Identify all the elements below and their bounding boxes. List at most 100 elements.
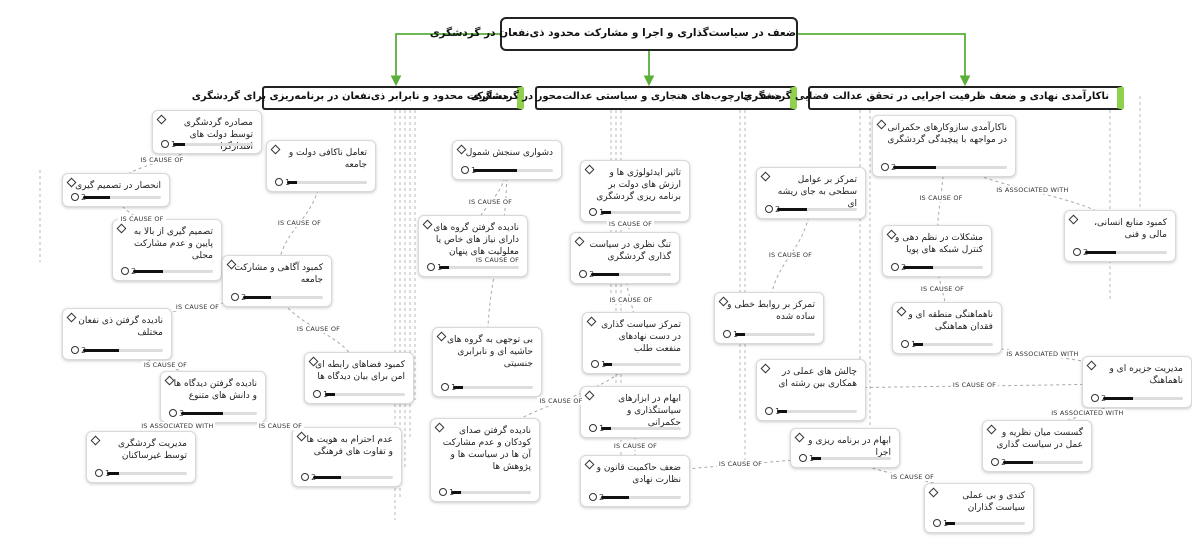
- grounding-bar: [591, 273, 671, 276]
- node-label: تصمیم گیری از بالا به پایین و عدم مشارکت…: [133, 227, 213, 261]
- code-node[interactable]: تاثیر ایدئولوژی ها و ارزش های دولت بر بر…: [580, 160, 690, 222]
- node-label: تنگ نظری در سیاست گذاری گردشگری: [589, 240, 672, 262]
- code-node[interactable]: ابهام در برنامه ریزی و اجرا1: [790, 428, 900, 468]
- code-node[interactable]: کندی و بی عملی سیاست گذاران1: [924, 483, 1034, 533]
- node-label: مشکلات در نظم دهی و کنترل شبکه های پویا: [895, 233, 983, 255]
- circle-icon: [231, 293, 239, 301]
- edge-label: IS CAUSE OF: [138, 156, 186, 164]
- circle-icon: [441, 383, 449, 391]
- edge-label: IS CAUSE OF: [118, 215, 166, 223]
- edge-label: IS CAUSE OF: [611, 441, 660, 450]
- code-node[interactable]: تصمیم گیری از بالا به پایین و عدم مشارکت…: [112, 219, 222, 281]
- circle-icon: [1091, 394, 1099, 402]
- code-node[interactable]: نادیده گرفتن صدای کودکان و عدم مشارکت آن…: [430, 418, 540, 502]
- grounding-bar: [735, 333, 815, 336]
- edge-label: IS ASSOCIATED WITH: [1049, 409, 1126, 417]
- root-node[interactable]: ضعف در سیاست‌گذاری و اجرا و مشارکت محدود…: [430, 17, 798, 51]
- node-label: گسست میان نظریه و عمل در سیاست گذاری: [996, 428, 1083, 450]
- node-label: دشواری سنجش شمول: [465, 148, 553, 158]
- edge-label: IS CAUSE OF: [888, 473, 937, 481]
- code-node[interactable]: کمبود منابع انسانی، مالی و فنی2: [1064, 210, 1176, 262]
- grounding-bar: [325, 393, 405, 396]
- code-node[interactable]: دشواری سنجش شمول1: [452, 140, 562, 180]
- code-node[interactable]: ناهماهنگی منطقه ای و فقدان هماهنگی1: [892, 302, 1002, 354]
- grounding-bar: [903, 266, 983, 269]
- code-node[interactable]: چالش های عملی در همکاری بین رشته ای1: [756, 359, 866, 421]
- grounding-bar: [107, 472, 187, 475]
- node-label: کمبود آگاهی و مشارکت جامعه: [234, 263, 323, 285]
- grounding-bar-fill: [1103, 397, 1134, 400]
- code-node[interactable]: ضعف حاکمیت قانون و نظارت نهادی2: [580, 455, 690, 507]
- code-node[interactable]: تعامل ناکافی دولت و جامعه1: [266, 140, 376, 192]
- grounding-bar: [451, 491, 531, 494]
- code-node[interactable]: ناکارآمدی سازوکارهای حکمرانی در مواجهه ب…: [872, 115, 1016, 177]
- circle-icon: [579, 270, 587, 278]
- code-node[interactable]: تنگ نظری در سیاست گذاری گردشگری2: [570, 232, 680, 284]
- circle-icon: [275, 178, 283, 186]
- node-label: تمرکز بر عوامل سطحی به جای ریشه ای: [777, 175, 857, 209]
- grounding-bar-fill: [1003, 461, 1034, 464]
- code-node[interactable]: نادیده گرفتن گروه های دارای نیاز های خاص…: [418, 215, 528, 277]
- code-node[interactable]: مدیریت گردشگری توسط غیرساکنان1: [86, 431, 196, 483]
- code-node[interactable]: مصادره گردشگری توسط دولت های اقتدارگرا1: [152, 110, 262, 154]
- circle-icon: [1073, 248, 1081, 256]
- node-label: تمرکز بر روابط خطی و ساده شده: [727, 300, 815, 322]
- node-label: ضعف حاکمیت قانون و نظارت نهادی: [596, 463, 681, 485]
- edge-label: IS CAUSE OF: [256, 422, 305, 430]
- category-node[interactable]: ناکارآمدی نهادی و ضعف ظرفیت اجرایی در تح…: [743, 86, 1124, 110]
- node-label: بی توجهی به گروه های حاشیه ای و نابرابری…: [447, 335, 533, 369]
- grounding-bar-fill: [313, 476, 341, 479]
- code-node[interactable]: تمرکز بر روابط خطی و ساده شده1: [714, 292, 824, 344]
- code-node[interactable]: تمرکز سیاست گذاری در دست نهادهای منفعت ط…: [582, 312, 690, 374]
- grounding-bar: [313, 476, 393, 479]
- code-node[interactable]: مشکلات در نظم دهی و کنترل شبکه های پویا2: [882, 225, 992, 277]
- grounding-bar-fill: [473, 169, 517, 172]
- edge-label: IS CAUSE OF: [950, 381, 999, 389]
- grounding-bar: [173, 143, 253, 146]
- category-node[interactable]: ضعف چارچوب‌های هنجاری و سیاستی عدالت‌محو…: [471, 86, 797, 110]
- grounding-bar-fill: [325, 393, 335, 396]
- node-label: ناکارآمدی سازوکارهای حکمرانی در مواجهه ب…: [887, 123, 1007, 145]
- grounding-bar-fill: [107, 472, 119, 475]
- code-node[interactable]: نادیده گرفتن دیدگاه ها و دانش های متنوع3: [160, 371, 266, 423]
- edge-label: IS CAUSE OF: [141, 360, 190, 369]
- node-label: تاثیر ایدئولوژی ها و ارزش های دولت بر بر…: [596, 168, 681, 202]
- edge-label: IS ASSOCIATED WITH: [139, 422, 216, 430]
- grounding-bar: [453, 386, 533, 389]
- node-label: ابهام در برنامه ریزی و اجرا: [808, 436, 891, 458]
- node-label: کمبود فضاهای رابطه ای امن برای بیان دیدگ…: [315, 360, 405, 382]
- code-node[interactable]: نادیده گرفتن ذی نفعان مختلف2: [62, 308, 172, 360]
- node-label: تمرکز سیاست گذاری در دست نهادهای منفعت ط…: [601, 320, 681, 354]
- grounding-bar: [913, 343, 993, 346]
- node-label: کندی و بی عملی سیاست گذاران: [962, 491, 1025, 513]
- code-node[interactable]: گسست میان نظریه و عمل در سیاست گذاری2: [982, 420, 1092, 472]
- code-node[interactable]: بی توجهی به گروه های حاشیه ای و نابرابری…: [432, 327, 542, 397]
- code-node[interactable]: مدیریت جزیره ای و ناهماهنگ2: [1082, 356, 1192, 408]
- edge-label: IS CAUSE OF: [606, 219, 655, 228]
- code-node[interactable]: کمبود فضاهای رابطه ای امن برای بیان دیدگ…: [304, 352, 414, 404]
- grounding-bar-fill: [777, 208, 808, 211]
- grounding-bar-fill: [453, 386, 463, 389]
- code-node[interactable]: کمبود آگاهی و مشارکت جامعه2: [222, 255, 332, 307]
- edge-label: IS CAUSE OF: [466, 198, 515, 206]
- root-link-line: [390, 33, 500, 87]
- circle-icon: [71, 346, 79, 354]
- code-node[interactable]: عدم احترام به هویت ها و تفاوت های فرهنگی…: [292, 427, 402, 487]
- category-node[interactable]: مشارکت محدود و نابرابر ذی‌نفعان در برنام…: [192, 86, 524, 110]
- grounding-bar-fill: [451, 491, 461, 494]
- grounding-bar: [777, 410, 857, 413]
- circle-icon: [881, 163, 889, 171]
- circle-icon: [591, 360, 599, 368]
- edge-label: IS CAUSE OF: [607, 295, 655, 304]
- code-node[interactable]: انحصار در تصمیم گیری2: [62, 173, 170, 207]
- code-node[interactable]: ابهام در ابزارهای سیاستگذاری و حکمرانی1: [580, 386, 690, 438]
- grounding-bar: [945, 522, 1025, 525]
- code-node[interactable]: تمرکز بر عوامل سطحی به جای ریشه ای2: [756, 167, 866, 219]
- circle-icon: [121, 267, 129, 275]
- circle-icon: [161, 140, 169, 148]
- grounding-bar-fill: [811, 457, 821, 460]
- grounding-bar-fill: [591, 273, 619, 276]
- circle-icon: [313, 390, 321, 398]
- node-label: ناهماهنگی منطقه ای و فقدان هماهنگی: [908, 310, 993, 332]
- edge-label: IS CAUSE OF: [716, 459, 765, 468]
